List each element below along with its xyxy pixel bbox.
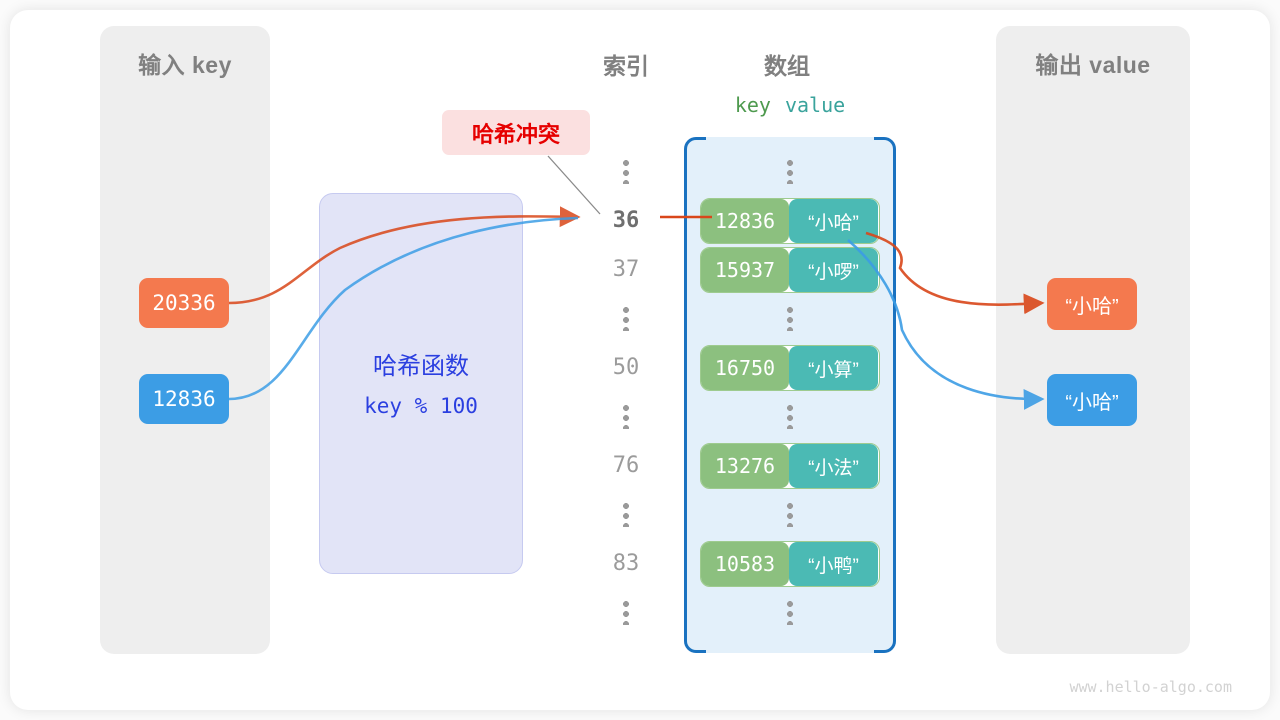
index-label-37: 37 bbox=[612, 257, 640, 282]
index-label-83: 83 bbox=[612, 551, 640, 576]
cell-value: “小鸭” bbox=[789, 542, 878, 586]
cell-value: “小算” bbox=[789, 346, 878, 390]
key-value-heading: key value bbox=[684, 93, 896, 117]
input-panel-title: 输入 key bbox=[138, 52, 232, 78]
index-label-76: 76 bbox=[612, 453, 640, 478]
output-panel-title: 输出 value bbox=[1035, 52, 1151, 78]
array-entry-row: 13276“小法” bbox=[684, 443, 896, 489]
array-entry-row: 15937“小啰” bbox=[684, 247, 896, 293]
array-ellipsis bbox=[787, 601, 793, 625]
value-heading-label: value bbox=[784, 93, 846, 117]
output-value-1: “小哈” bbox=[1047, 374, 1137, 426]
array-bracket-left bbox=[684, 137, 706, 653]
input-panel: 输入 key bbox=[100, 26, 270, 654]
array-entry-row: 16750“小算” bbox=[684, 345, 896, 391]
cell-key: 16750 bbox=[701, 346, 789, 390]
array-ellipsis bbox=[787, 405, 793, 429]
array-cell: 13276“小法” bbox=[700, 443, 880, 489]
cell-value: “小法” bbox=[789, 444, 878, 488]
index-ellipsis bbox=[623, 307, 629, 331]
input-key-1: 12836 bbox=[139, 374, 229, 424]
array-ellipsis bbox=[787, 160, 793, 184]
hash-function-box: 哈希函数 key % 100 bbox=[319, 193, 523, 574]
input-key-0: 20336 bbox=[139, 278, 229, 328]
cell-value: “小哈” bbox=[789, 199, 878, 243]
array-cell: 16750“小算” bbox=[700, 345, 880, 391]
array-cell: 10583“小鸭” bbox=[700, 541, 880, 587]
cell-key: 10583 bbox=[701, 542, 789, 586]
index-ellipsis bbox=[623, 503, 629, 527]
index-ellipsis bbox=[623, 405, 629, 429]
cell-key: 15937 bbox=[701, 248, 789, 292]
index-label-50: 50 bbox=[612, 355, 640, 380]
array-ellipsis bbox=[787, 503, 793, 527]
index-ellipsis bbox=[623, 601, 629, 625]
index-ellipsis bbox=[623, 160, 629, 184]
output-value-0: “小哈” bbox=[1047, 278, 1137, 330]
cell-value: “小啰” bbox=[789, 248, 878, 292]
array-entry-row: 12836“小哈” bbox=[684, 198, 896, 244]
hash-function-formula: key % 100 bbox=[364, 394, 478, 418]
hash-function-title: 哈希函数 bbox=[373, 353, 469, 380]
cell-key: 12836 bbox=[701, 199, 789, 243]
array-column-heading: 数组 bbox=[764, 53, 810, 79]
array-cell: 12836“小哈” bbox=[700, 198, 880, 244]
output-panel: 输出 value bbox=[996, 26, 1190, 654]
array-cell: 15937“小啰” bbox=[700, 247, 880, 293]
cell-key: 13276 bbox=[701, 444, 789, 488]
watermark: www.hello-algo.com bbox=[1069, 678, 1232, 696]
index-column-heading: 索引 bbox=[603, 53, 649, 79]
index-label-36: 36 bbox=[612, 208, 640, 233]
array-container: 12836“小哈”15937“小啰” 16750“小算” 13276“小法” 1058… bbox=[684, 137, 896, 653]
key-heading-label: key bbox=[734, 93, 771, 117]
hash-collision-badge: 哈希冲突 bbox=[442, 110, 590, 155]
array-ellipsis bbox=[787, 307, 793, 331]
array-entry-row: 10583“小鸭” bbox=[684, 541, 896, 587]
